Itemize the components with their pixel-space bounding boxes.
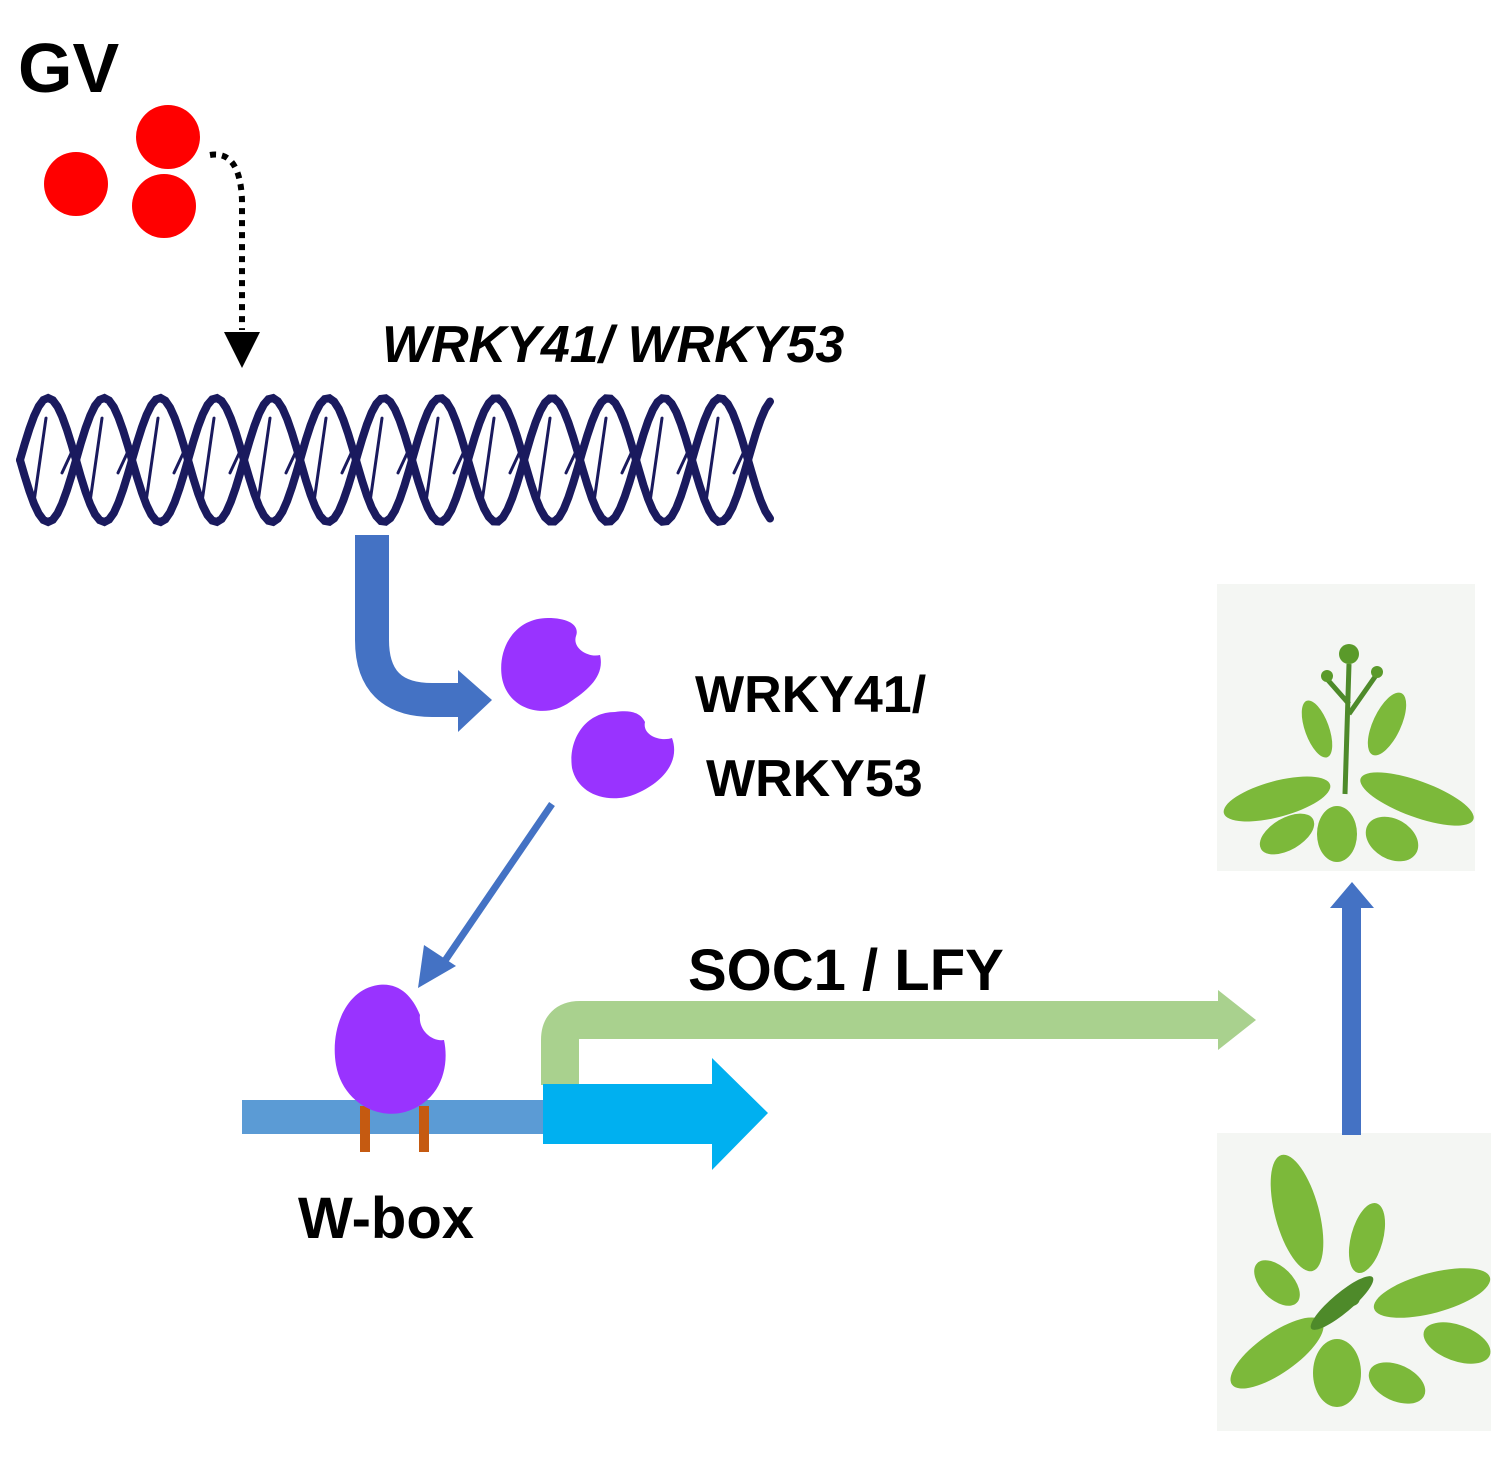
gv-induction-arrowhead <box>224 332 260 368</box>
dna-base-pair <box>480 416 496 504</box>
flowering-plant-icon <box>1217 584 1475 871</box>
dna-base-pair <box>508 445 524 475</box>
gv-label: GV <box>18 29 119 107</box>
protein-label-line2: WRKY53 <box>706 750 923 808</box>
dna-base-pair <box>228 445 244 475</box>
dna-base-pair <box>704 416 720 504</box>
dna-base-pair <box>88 416 104 504</box>
gv-induction-arrow <box>209 151 245 330</box>
translation-arrowhead <box>458 670 492 732</box>
wrky-proteins <box>501 618 675 799</box>
dna-base-pair <box>732 445 748 475</box>
wrky41-protein <box>501 618 601 711</box>
dna-base-pair <box>312 416 328 504</box>
flowering-arrowhead <box>1330 882 1374 908</box>
dna-base-pair <box>368 416 384 504</box>
dna-base-pair <box>60 445 76 475</box>
dna-base-pair <box>200 416 216 504</box>
dna-base-pair <box>172 445 188 475</box>
flowering-arrow-shaft <box>1342 905 1361 1135</box>
wrky53-protein <box>571 711 675 799</box>
rosette-plant-icon <box>1217 1133 1491 1431</box>
wbox-pin <box>360 1106 370 1152</box>
binding-arrow <box>437 802 555 970</box>
dna-base-pair <box>284 445 300 475</box>
protein-label-line1: WRKY41/ <box>695 666 926 724</box>
dna-strand <box>16 393 774 527</box>
bound-wrky-protein <box>334 984 446 1114</box>
dna-base-pair <box>676 445 692 475</box>
dna-helix <box>16 393 774 527</box>
gv-molecules <box>44 105 200 238</box>
dna-base-pair <box>116 445 132 475</box>
dna-base-pair <box>256 416 272 504</box>
transcript-arrowhead <box>1218 990 1256 1050</box>
wbox-pin <box>419 1106 429 1152</box>
dna-base-pair <box>648 416 664 504</box>
gv-molecule <box>136 105 200 169</box>
gv-molecule <box>44 152 108 216</box>
gene-body-arrow <box>543 1058 768 1170</box>
transcript-arrow <box>541 1001 1220 1085</box>
gv-molecule <box>132 174 196 238</box>
dna-base-pair <box>564 445 580 475</box>
wbox-pins <box>360 1106 429 1152</box>
binding-arrowhead <box>418 945 456 988</box>
gene-name-label: WRKY41/ WRKY53 <box>382 316 844 374</box>
dna-base-pair <box>452 445 468 475</box>
dna-base-pair <box>536 416 552 504</box>
dna-base-pair <box>396 445 412 475</box>
dna-base-pair <box>592 416 608 504</box>
dna-base-pair <box>144 416 160 504</box>
target-genes-label: SOC1 / LFY <box>688 938 1004 1003</box>
wbox-label: W-box <box>298 1186 474 1251</box>
dna-base-pair <box>340 445 356 475</box>
dna-base-pair <box>32 416 48 504</box>
translation-arrow <box>355 535 460 717</box>
dna-base-pair <box>620 445 636 475</box>
dna-base-pair <box>424 416 440 504</box>
